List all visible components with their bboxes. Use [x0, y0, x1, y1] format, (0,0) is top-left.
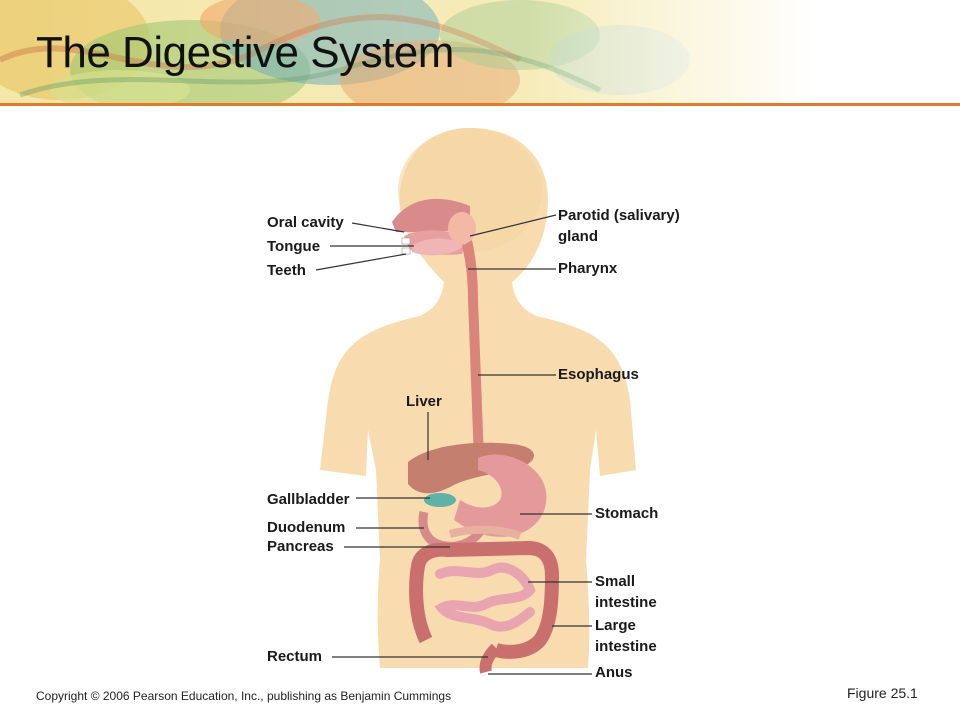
parotid-gland-shape: [448, 212, 476, 244]
label-liver: Liver: [406, 393, 442, 410]
label-duodenum: Duodenum: [267, 519, 346, 536]
label-pancreas: Pancreas: [267, 538, 334, 555]
label-stomach: Stomach: [595, 505, 659, 522]
leader-lines: [315, 214, 592, 675]
label-tongue: Tongue: [267, 238, 321, 255]
label-teeth: Teeth: [267, 262, 306, 279]
label-pharynx: Pharynx: [558, 260, 618, 277]
label-large-intestine-line1: Large: [595, 617, 636, 634]
label-small-intestine-line1: Small: [595, 573, 636, 590]
label-small-intestine-line2: intestine: [595, 594, 657, 611]
pancreas-shape: [448, 525, 522, 540]
small-intestine-shape: [434, 562, 536, 632]
header-texture-image: [0, 0, 960, 104]
title-divider: [0, 103, 960, 106]
header-background: [0, 0, 960, 104]
copyright-notice: Copyright © 2006 Pearson Education, Inc.…: [36, 689, 452, 703]
large-intestine-shape: [409, 540, 560, 659]
label-gallbladder: Gallbladder: [267, 491, 350, 508]
label-parotid-line1: Parotid (salivary): [558, 207, 680, 224]
slide-title: The Digestive System: [36, 28, 454, 77]
label-large-intestine-line2: intestine: [595, 638, 657, 655]
stomach-shape: [454, 454, 547, 537]
tongue-shape: [412, 238, 464, 256]
esophagus-shape: [462, 240, 484, 460]
label-anus: Anus: [595, 664, 633, 681]
label-parotid-line2: gland: [558, 228, 598, 245]
rectum-shape: [479, 643, 501, 674]
gallbladder-shape: [424, 493, 456, 507]
label-oral-cavity: Oral cavity: [267, 214, 344, 231]
figure-number: Figure 25.1: [847, 685, 918, 701]
label-rectum: Rectum: [267, 648, 323, 665]
label-esophagus: Esophagus: [558, 366, 639, 383]
